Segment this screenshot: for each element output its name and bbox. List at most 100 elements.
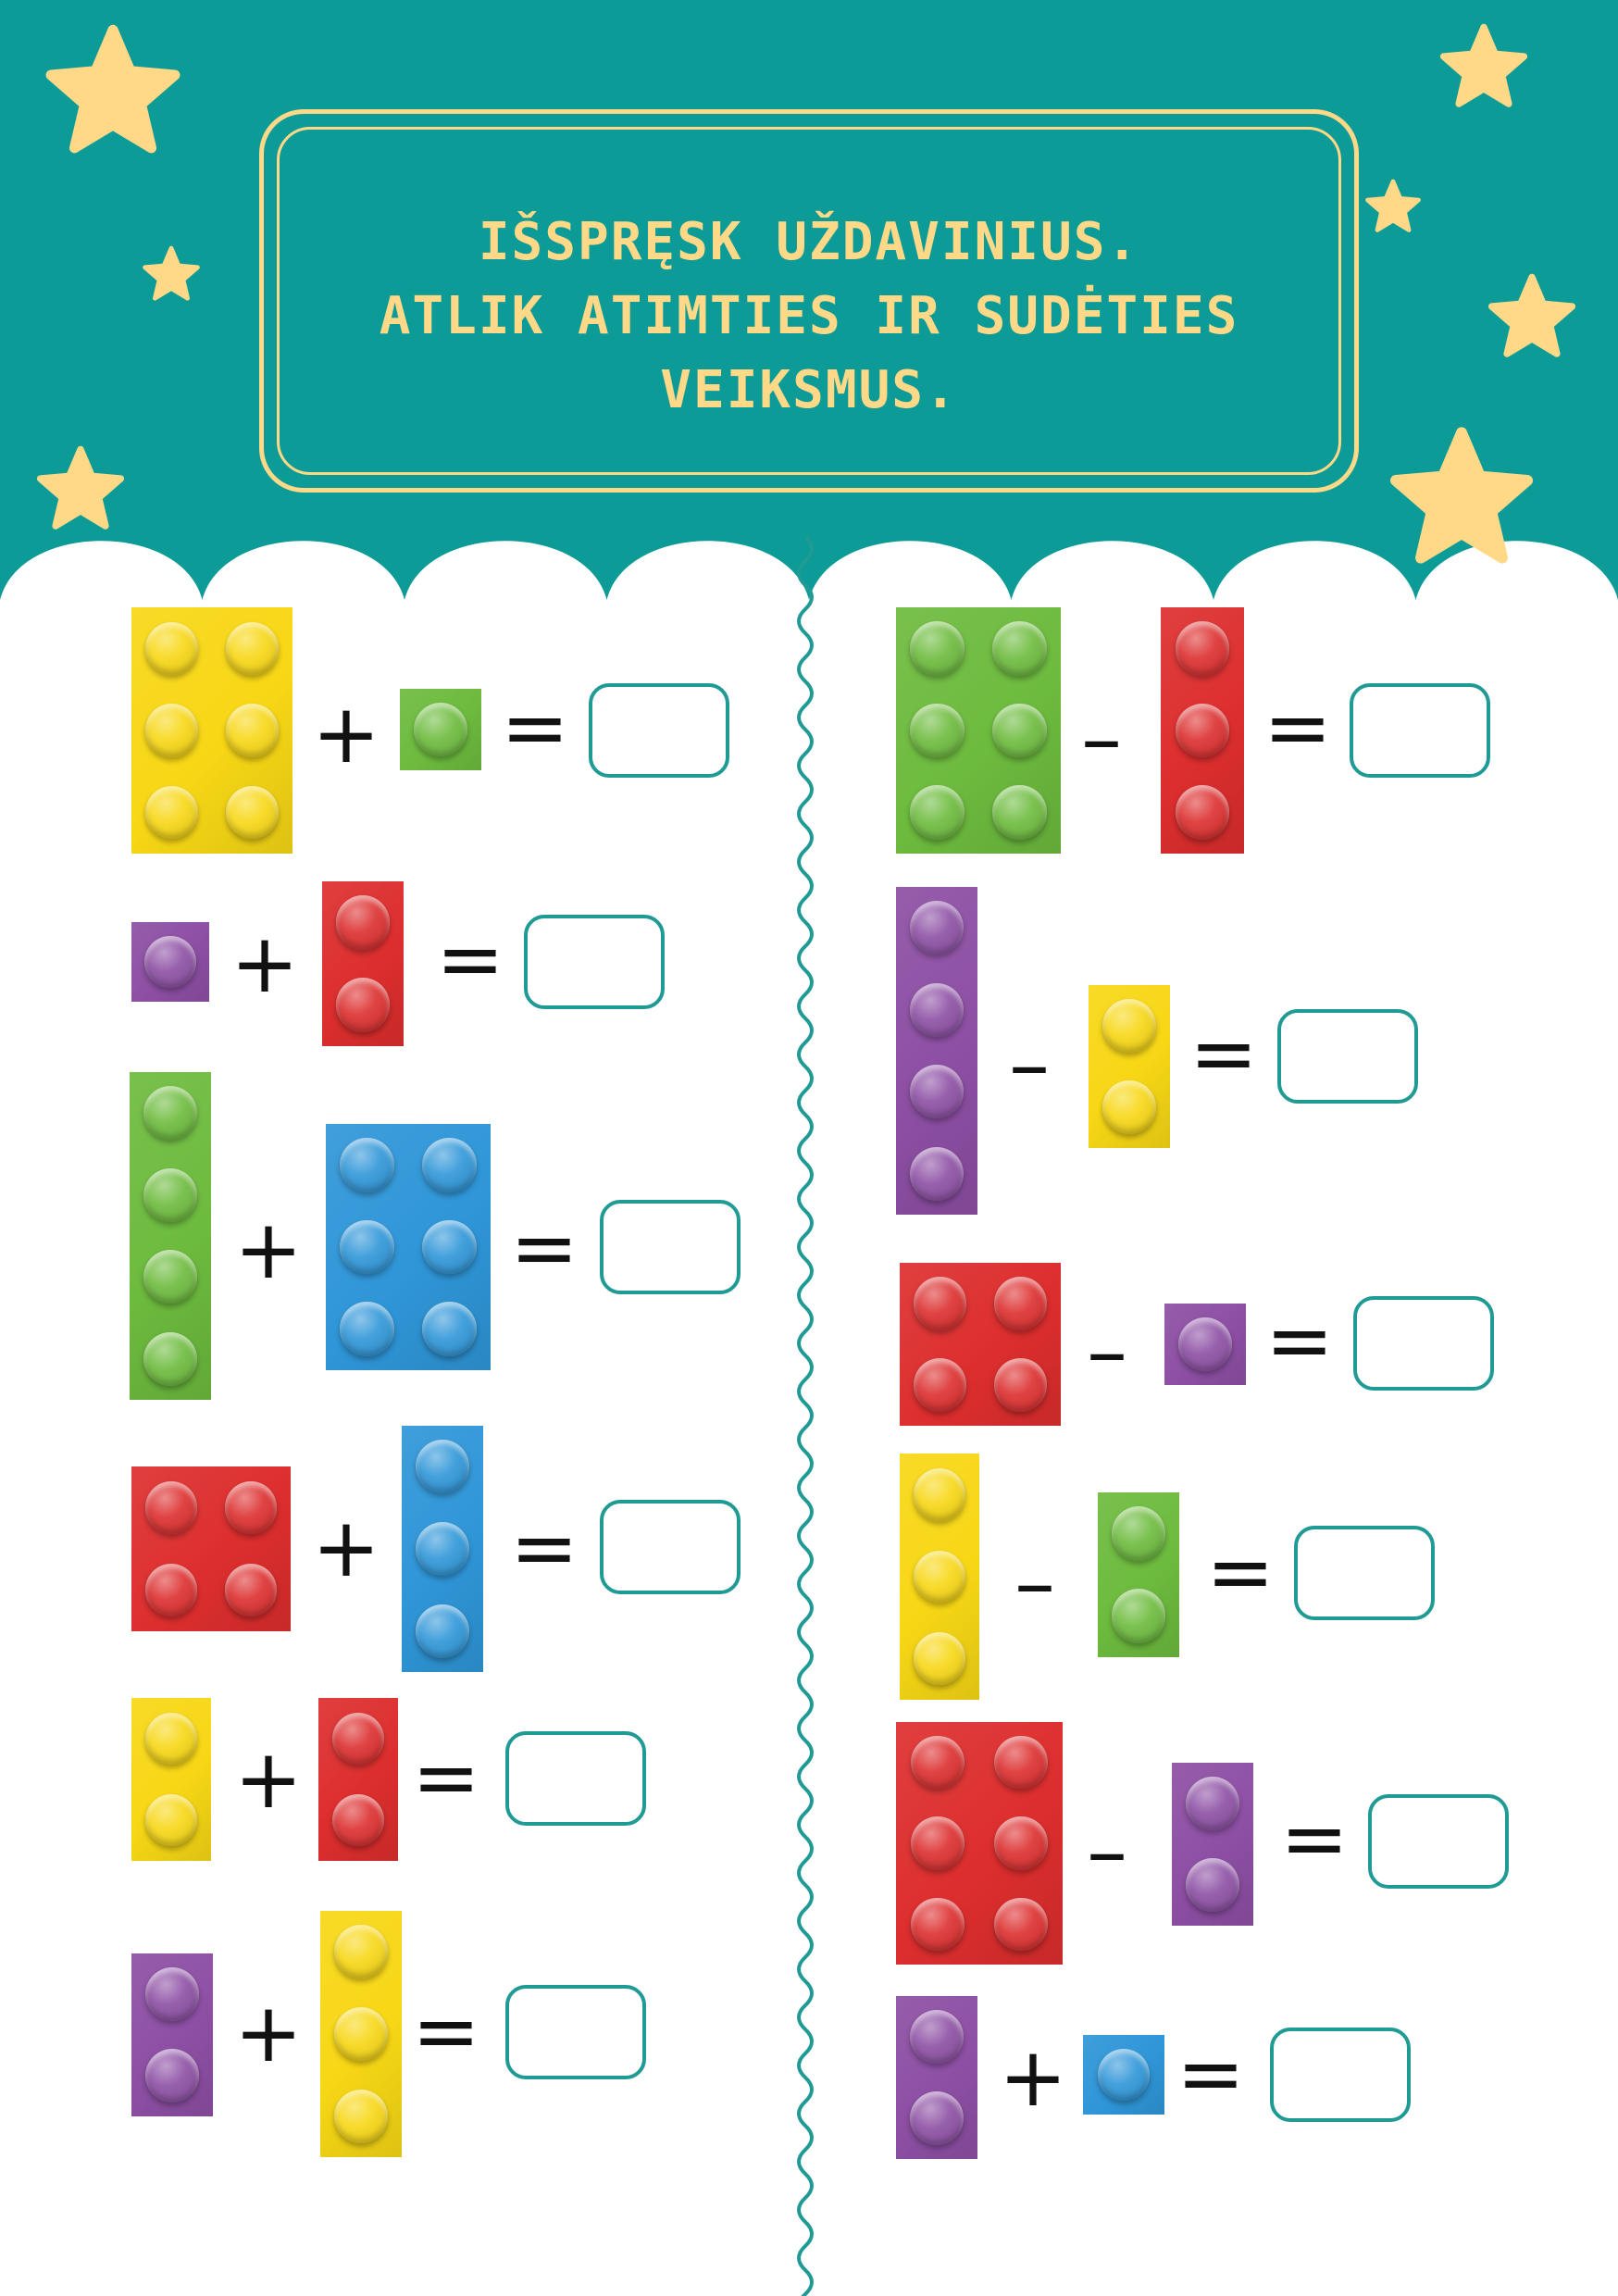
brick-a xyxy=(896,1722,1063,1965)
equals-sign: = xyxy=(510,1200,579,1295)
title-frame xyxy=(259,109,1359,493)
brick-stud xyxy=(144,2048,200,2103)
brick-stud xyxy=(909,901,965,955)
star-icon xyxy=(1365,179,1421,232)
answer-box[interactable] xyxy=(505,1731,646,1826)
title-line-1: IŠSPRĘSK UŽDAVINIUS. xyxy=(478,212,1140,272)
brick-b xyxy=(320,1911,402,2157)
brick-stud xyxy=(909,982,965,1037)
brick-stud xyxy=(335,895,391,950)
wavy-divider xyxy=(797,537,814,2296)
brick-stud xyxy=(331,1712,385,1766)
answer-box[interactable] xyxy=(1277,1009,1418,1104)
operator-sign: + xyxy=(999,2029,1067,2125)
equals-sign: = xyxy=(1265,1292,1334,1388)
brick-stud xyxy=(333,2006,389,2062)
brick-stud xyxy=(1097,2048,1151,2102)
brick-stud xyxy=(415,1440,470,1494)
answer-box[interactable] xyxy=(1350,683,1490,778)
brick-a xyxy=(131,607,292,854)
equals-sign: = xyxy=(412,1983,480,2078)
answer-box[interactable] xyxy=(1368,1794,1509,1889)
brick-stud xyxy=(144,621,199,676)
brick-stud xyxy=(333,1925,389,1979)
operator-sign: + xyxy=(234,1731,303,1827)
brick-stud xyxy=(225,785,280,840)
brick-a xyxy=(896,1996,977,2159)
brick-a xyxy=(131,922,209,1002)
brick-b xyxy=(402,1426,483,1672)
star-icon xyxy=(1389,427,1534,564)
page-title: IŠSPRĘSK UŽDAVINIUS. ATLIK ATIMTIES IR S… xyxy=(268,206,1350,428)
brick-b xyxy=(1083,2035,1164,2115)
brick-stud xyxy=(1111,1589,1166,1643)
operator-sign: – xyxy=(1014,1535,1055,1630)
brick-stud xyxy=(335,978,391,1032)
brick-stud xyxy=(913,1277,967,1330)
operator-sign: – xyxy=(1087,1304,1127,1399)
brick-b xyxy=(400,689,481,770)
answer-box[interactable] xyxy=(1294,1526,1435,1620)
brick-stud xyxy=(422,1138,477,1192)
brick-stud xyxy=(144,1481,198,1534)
brick-stud xyxy=(144,1966,200,2022)
brick-stud xyxy=(1177,1316,1233,1372)
brick-stud xyxy=(1185,1857,1240,1913)
brick-stud xyxy=(1111,1506,1166,1561)
answer-box[interactable] xyxy=(1353,1296,1494,1391)
star-icon xyxy=(1439,23,1528,107)
scalloped-header xyxy=(0,0,1618,600)
equals-sign: = xyxy=(1263,680,1332,775)
operator-sign: + xyxy=(234,1985,303,2080)
brick-stud xyxy=(1185,1776,1240,1831)
title-line-3: VEIKSMUS. xyxy=(660,360,958,420)
answer-box[interactable] xyxy=(600,1500,741,1594)
brick-stud xyxy=(911,1816,965,1870)
brick-stud xyxy=(1101,1079,1157,1135)
answer-box[interactable] xyxy=(600,1200,741,1294)
brick-stud xyxy=(994,1735,1048,1790)
brick-stud xyxy=(144,704,199,757)
brick-stud xyxy=(992,621,1047,676)
operator-sign: + xyxy=(312,1500,380,1595)
brick-a xyxy=(130,1072,211,1400)
title-frame-inner xyxy=(277,127,1341,475)
equals-sign: = xyxy=(501,680,569,775)
brick-stud xyxy=(415,1521,470,1577)
brick-stud xyxy=(1101,998,1157,1054)
answer-box[interactable] xyxy=(589,683,729,778)
brick-a xyxy=(896,887,977,1215)
star-icon xyxy=(36,445,125,530)
answer-box[interactable] xyxy=(524,915,665,1009)
brick-stud xyxy=(143,1331,198,1386)
brick-stud xyxy=(333,2089,389,2143)
brick-stud xyxy=(225,621,280,676)
brick-b xyxy=(1172,1763,1253,1926)
brick-stud xyxy=(911,1735,965,1790)
brick-stud xyxy=(413,702,468,757)
brick-stud xyxy=(143,1086,198,1141)
brick-stud xyxy=(910,785,965,840)
equals-sign: = xyxy=(412,1729,480,1825)
brick-stud xyxy=(415,1603,470,1658)
brick-b xyxy=(322,881,404,1046)
brick-stud xyxy=(225,704,280,757)
brick-a xyxy=(900,1263,1061,1426)
star-icon xyxy=(45,24,180,154)
brick-stud xyxy=(911,1897,965,1952)
brick-stud xyxy=(994,1897,1048,1952)
equals-sign: = xyxy=(510,1500,579,1595)
answer-box[interactable] xyxy=(505,1985,646,2079)
brick-stud xyxy=(992,703,1047,758)
star-icon xyxy=(1487,273,1576,357)
operator-sign: – xyxy=(1087,1803,1127,1899)
operator-sign: + xyxy=(230,916,299,1011)
answer-box[interactable] xyxy=(1270,2028,1411,2122)
star-icon xyxy=(143,245,200,301)
brick-b xyxy=(318,1698,398,1861)
operator-sign: – xyxy=(1009,1017,1050,1112)
brick-stud xyxy=(144,785,199,840)
brick-stud xyxy=(1175,703,1230,758)
brick-b xyxy=(1161,607,1244,854)
brick-stud xyxy=(993,1277,1048,1330)
